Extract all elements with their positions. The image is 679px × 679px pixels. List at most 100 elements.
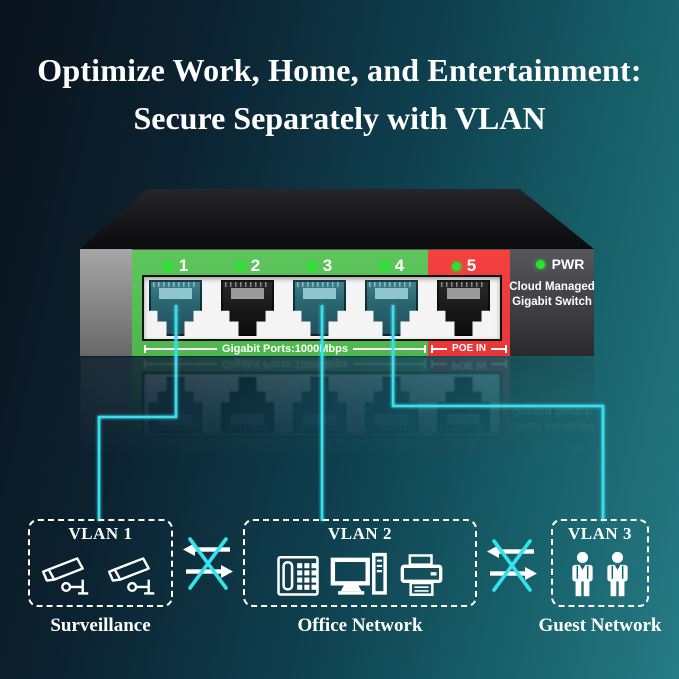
port-pins bbox=[441, 282, 486, 287]
rj45-port-3 bbox=[293, 280, 346, 336]
rj45-port-1-reflection bbox=[149, 377, 202, 433]
port-tab bbox=[230, 288, 265, 299]
pwr-led-icon-reflection bbox=[535, 444, 545, 454]
poe-in-text: POE IN bbox=[452, 343, 486, 354]
bracket-tick-reflection bbox=[505, 360, 507, 369]
port-4-led-icon-reflection bbox=[379, 442, 389, 452]
gigabit-strip-label-reflection: Gigabit Ports:1000Mbps bbox=[144, 358, 427, 371]
bracket-line-reflection bbox=[352, 363, 425, 366]
headline-line-2: Secure Separately with VLAN bbox=[133, 100, 546, 136]
bracket-line bbox=[352, 347, 425, 350]
pwr-label-reflection: PWR bbox=[551, 441, 585, 457]
bracket-line bbox=[490, 347, 505, 350]
rj45-port-5-reflection bbox=[437, 377, 490, 433]
poe-strip-label-reflection: POE IN bbox=[431, 358, 507, 371]
port-5-label-reflection: 5 bbox=[434, 437, 494, 457]
port-2-led-icon bbox=[235, 261, 245, 271]
port-5-label: 5 bbox=[434, 256, 494, 276]
bracket-line bbox=[146, 347, 218, 350]
pwr-led-icon bbox=[535, 259, 545, 269]
printer-icon bbox=[400, 553, 442, 596]
vlan1-caption: Surveillance bbox=[50, 615, 151, 636]
port-1-label: 1 bbox=[146, 256, 206, 276]
port-pins bbox=[153, 282, 198, 287]
rj45-port-3-reflection bbox=[293, 377, 346, 433]
gigabit-ports-text: Gigabit Ports:1000Mbps bbox=[222, 342, 348, 355]
port-2-label-reflection: 2 bbox=[218, 437, 278, 457]
poe-strip-label: POE IN bbox=[431, 342, 507, 355]
model-line-1-reflection: Cloud Managed bbox=[509, 420, 595, 432]
port-tab-reflection bbox=[447, 414, 481, 425]
vlan2-title: VLAN 2 bbox=[328, 524, 392, 543]
port-2-led-icon-reflection bbox=[235, 442, 245, 452]
vlan2-icons bbox=[276, 545, 445, 605]
port-1-label-reflection: 1 bbox=[146, 437, 206, 457]
port-3-led-icon bbox=[307, 261, 317, 271]
vlan3-box: VLAN 3 bbox=[551, 519, 649, 607]
desk-phone-icon bbox=[276, 555, 319, 596]
poe-in-text-reflection: POE IN bbox=[452, 359, 486, 370]
vlan1-icons bbox=[40, 545, 162, 605]
port-recess bbox=[142, 275, 502, 341]
gigabit-ports-text-reflection: Gigabit Ports:1000Mbps bbox=[222, 358, 348, 371]
bracket-tick-reflection bbox=[424, 360, 427, 369]
cctv-camera-icon bbox=[41, 557, 88, 595]
port-5-led-icon-reflection bbox=[451, 442, 461, 452]
bracket-line-reflection bbox=[490, 363, 505, 366]
bracket-tick bbox=[424, 344, 427, 353]
vlan1-box: VLAN 1 bbox=[28, 519, 173, 607]
port-tab-reflection bbox=[159, 414, 193, 425]
rj45-port-5 bbox=[437, 280, 490, 336]
rj45-port-4 bbox=[365, 280, 418, 336]
vlan3-title: VLAN 3 bbox=[568, 524, 632, 543]
model-text: Cloud Managed Gigabit Switch bbox=[492, 280, 612, 309]
pwr-label: PWR bbox=[551, 256, 585, 272]
port-tab bbox=[158, 288, 193, 299]
switch-top-face bbox=[80, 189, 594, 249]
power-indicator: PWR bbox=[524, 256, 596, 272]
port-pins-reflection bbox=[297, 426, 342, 431]
switch-reflection-inner: 1 2 3 4 5 PWR Cloud Managed Gigabit Swit… bbox=[80, 357, 596, 464]
port-1-led-icon bbox=[163, 261, 173, 271]
model-text-reflection: Cloud Managed Gigabit Switch bbox=[492, 404, 612, 433]
bracket-tick bbox=[505, 344, 507, 353]
vlan3-icons bbox=[570, 545, 630, 605]
person-icon bbox=[607, 551, 628, 597]
bracket-line-reflection bbox=[146, 363, 218, 366]
port-pins-reflection bbox=[441, 426, 486, 431]
switch-left-bezel bbox=[80, 249, 132, 356]
port-recess-reflection bbox=[142, 372, 502, 438]
port-4-label-reflection: 4 bbox=[362, 437, 422, 457]
port-tab bbox=[302, 288, 337, 299]
rj45-port-2 bbox=[221, 280, 274, 336]
switch-reflection: 1 2 3 4 5 PWR Cloud Managed Gigabit Swit… bbox=[80, 357, 596, 464]
cctv-camera-icon bbox=[107, 557, 154, 595]
desktop-computer-icon bbox=[330, 552, 387, 595]
vlan2-caption: Office Network bbox=[297, 615, 423, 636]
rj45-port-4-reflection bbox=[365, 377, 418, 433]
switch-left-bezel-reflection bbox=[80, 357, 132, 464]
port-4-led-icon bbox=[379, 261, 389, 271]
bracket-line bbox=[433, 347, 448, 350]
port-3-led-icon-reflection bbox=[307, 442, 317, 452]
model-line-1: Cloud Managed bbox=[509, 281, 595, 293]
switch-front-face: 1 2 3 4 5 PWR Cloud Managed Gigabit Swit… bbox=[80, 249, 596, 356]
rj45-port-1 bbox=[149, 280, 202, 336]
port-pins bbox=[225, 282, 270, 287]
power-indicator-reflection: PWR bbox=[524, 441, 596, 457]
port-1-led-icon-reflection bbox=[163, 442, 173, 452]
gigabit-strip-label: Gigabit Ports:1000Mbps bbox=[144, 342, 427, 355]
port-tab-reflection bbox=[303, 414, 337, 425]
port-4-label: 4 bbox=[362, 256, 422, 276]
port-2-label: 2 bbox=[218, 256, 278, 276]
bracket-line-reflection bbox=[433, 363, 448, 366]
port-pins-reflection bbox=[153, 426, 198, 431]
vlan3-caption: Guest Network bbox=[538, 615, 662, 636]
port-tab bbox=[374, 288, 409, 299]
model-line-2: Gigabit Switch bbox=[512, 295, 592, 308]
headline: Optimize Work, Home, and Entertainment: … bbox=[0, 50, 679, 138]
port-pins bbox=[297, 282, 342, 287]
switch-front-face-reflection: 1 2 3 4 5 PWR Cloud Managed Gigabit Swit… bbox=[80, 357, 596, 464]
vlan2-box: VLAN 2 bbox=[243, 519, 477, 607]
